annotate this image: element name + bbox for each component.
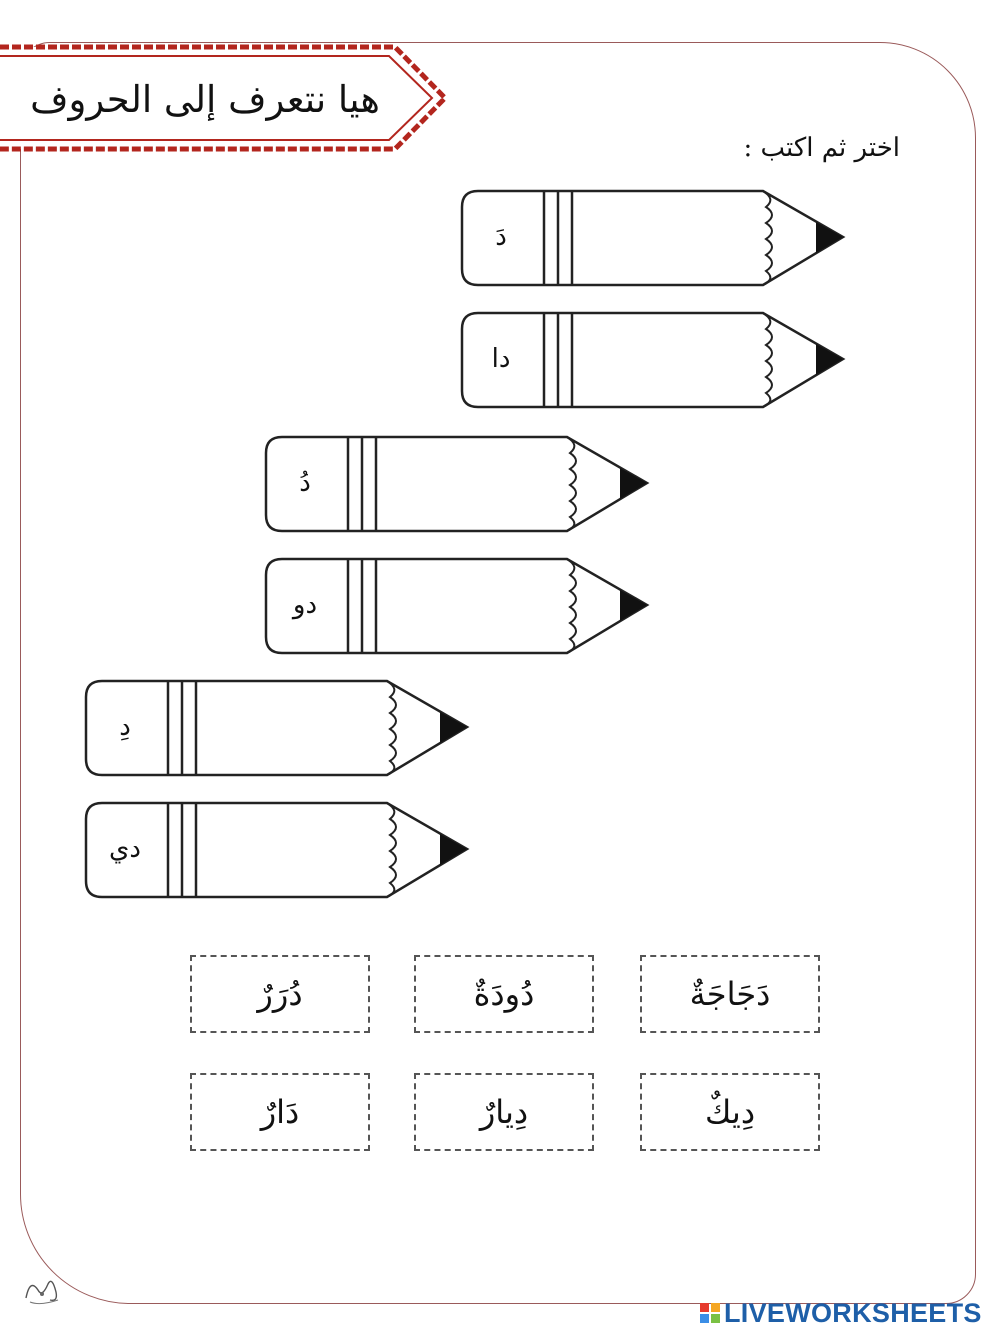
pencil-icon [460,189,846,287]
pencil-label: دي [109,834,141,864]
word-card-1[interactable]: دَجَاجَةٌ [640,955,820,1033]
word-card-4[interactable]: دِيكٌ [640,1073,820,1151]
pencil-label: دُ [299,468,311,498]
word-card-5[interactable]: دِيارٌ [414,1073,594,1151]
pencil-5[interactable]: دِ [82,675,472,780]
word-card-2[interactable]: دُودَةٌ [414,955,594,1033]
brand-name: LIVEWORKSHEETS [724,1297,982,1328]
banner-shape [0,44,449,152]
pencil-2[interactable]: دا [458,307,848,412]
word-card-3[interactable]: دُرَرٌ [190,955,370,1033]
title-banner [0,42,452,154]
pencil-4[interactable]: دو [262,553,652,658]
pencil-3[interactable]: دُ [262,431,652,536]
pencil-icon [264,435,650,533]
brand-logo-icon [700,1303,720,1323]
pencil-1[interactable]: دَ [458,185,848,290]
pencil-icon [84,801,470,899]
pencil-label: دو [292,590,318,620]
worksheet-title: هيا نتعرف إلى الحروف [30,78,380,121]
signature-logo-icon [20,1272,64,1310]
instruction-text: اختر ثم اكتب : [743,133,900,163]
pencil-label: دا [491,344,511,374]
pencil-label: دِ [119,712,131,742]
pencil-icon [460,311,846,409]
pencil-6[interactable]: دي [82,797,472,902]
pencil-icon [264,557,650,655]
pencil-label: دَ [495,222,507,252]
liveworksheets-brand: LIVEWORKSHEETS [700,1296,982,1330]
pencil-icon [84,679,470,777]
word-card-6[interactable]: دَارٌ [190,1073,370,1151]
page-frame [20,42,976,1304]
